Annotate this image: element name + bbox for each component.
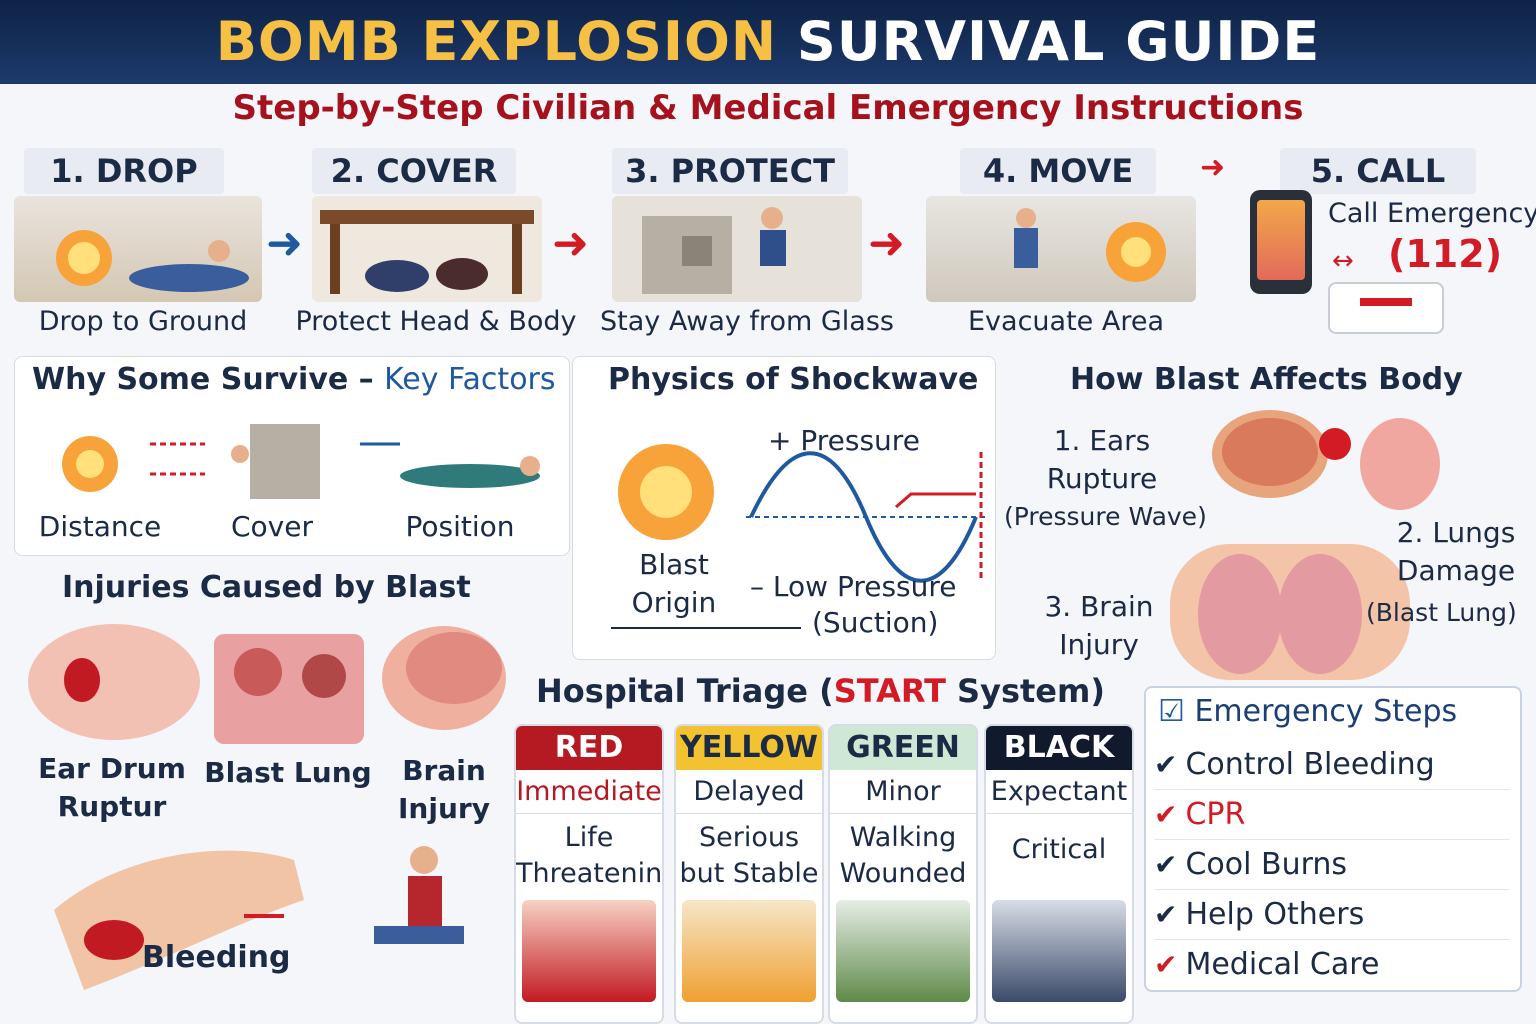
brain-injury-injury-label: Brain Injury: [398, 754, 490, 825]
factor-distance: Distance: [38, 510, 162, 543]
low-pressure-label: – Low Pressure: [750, 570, 957, 603]
triage-yellow-patient-image: [682, 900, 816, 1002]
survival-title-main: Why Some Survive –: [32, 362, 374, 397]
triage-red-patient-image: [522, 900, 656, 1002]
step-3-label: 3. PROTECT: [612, 148, 848, 194]
triage-black-patient-image: [992, 900, 1126, 1002]
triage-yellow-header: YELLOW: [676, 726, 822, 770]
triage-black-desc: Critical: [1011, 834, 1107, 865]
suction-label: (Suction): [812, 606, 939, 639]
body-diagram: [1160, 404, 1460, 680]
clipboard-check-icon: ☑: [1158, 694, 1185, 729]
factor-position: Position: [405, 510, 515, 543]
step-1-caption: Drop to Ground: [38, 306, 248, 337]
emergency-step-row: ✔Control Bleeding: [1154, 740, 1510, 790]
triage-column-red: RED Immediate Life Threatening: [514, 724, 664, 1024]
title-part-1: BOMB EXPLOSION: [215, 10, 778, 73]
triage-title-accent: START: [833, 672, 946, 710]
step-2-caption: Protect Head & Body: [295, 306, 577, 337]
protect-illustration: [612, 196, 862, 302]
emergency-step-text: Control Bleeding: [1185, 747, 1435, 782]
survival-factors-title: Why Some Survive – Key Factors: [32, 362, 556, 397]
shockwave-title: Physics of Shockwave: [608, 362, 979, 397]
ambulance-icon: [1328, 282, 1444, 334]
lungs-damage-label: 2. Lungs Damage: [1396, 516, 1516, 587]
injuries-title: Injuries Caused by Blast: [62, 570, 471, 605]
brain-injury-label: 3. Brain Injury: [1044, 590, 1154, 661]
triage-column-green: GREEN Minor Walking Wounded: [828, 724, 978, 1024]
emergency-steps-title-text: Emergency Steps: [1194, 694, 1458, 729]
emergency-step-row: ✔CPR: [1154, 790, 1510, 840]
factor-cover: Cover: [231, 510, 313, 543]
phone-icon: [1250, 190, 1312, 294]
ears-rupture-sub: (Pressure Wave): [1004, 502, 1207, 531]
emergency-steps-list: ✔Control Bleeding ✔CPR ✔Cool Burns ✔Help…: [1154, 740, 1510, 990]
call-emergency-label: Call Emergency: [1328, 198, 1536, 229]
step-4-label: 4. MOVE: [960, 148, 1156, 194]
survival-title-accent: Key Factors: [384, 362, 556, 397]
step-2-label: 2. COVER: [312, 148, 516, 194]
triage-red-header: RED: [516, 726, 662, 770]
triage-green-category: Minor: [830, 770, 976, 814]
triage-yellow-category: Delayed: [676, 770, 822, 814]
step-3-caption: Stay Away from Glass: [600, 306, 894, 337]
survival-factors-illustration: [30, 414, 550, 504]
page-subtitle: Step-by-Step Civilian & Medical Emergenc…: [232, 88, 1304, 128]
arrow-right-icon: ➜: [868, 218, 905, 269]
triage-red-category: Immediate: [516, 770, 662, 814]
emergency-steps-title: ☑ Emergency Steps: [1158, 694, 1457, 729]
triage-green-header: GREEN: [830, 726, 976, 770]
emergency-step-text: Help Others: [1185, 897, 1365, 932]
evacuate-illustration: [926, 196, 1196, 302]
cover-under-table-illustration: [312, 196, 542, 302]
triage-title: Hospital Triage (START System): [536, 672, 1105, 710]
arrow-right-icon: ➜: [266, 218, 303, 269]
arrow-right-icon: ➜: [1200, 150, 1226, 185]
emergency-step-row: ✔Medical Care: [1154, 940, 1510, 990]
emergency-step-text: CPR: [1185, 797, 1246, 832]
shockwave-diagram: [586, 412, 986, 632]
page-header: BOMB EXPLOSION SURVIVAL GUIDE: [0, 0, 1536, 84]
emergency-step-text: Medical Care: [1185, 947, 1380, 982]
check-icon: ✔: [1154, 848, 1178, 881]
triage-column-black: BLACK Expectant Critical: [984, 724, 1134, 1024]
emergency-number: (112): [1388, 232, 1503, 276]
step-5-label: 5. CALL: [1280, 148, 1476, 194]
blast-origin-label: Blast Origin: [631, 548, 717, 619]
lungs-damage-sub: (Blast Lung): [1366, 598, 1517, 627]
triage-black-header: BLACK: [986, 726, 1132, 770]
check-icon: ✔: [1154, 798, 1178, 831]
emergency-step-row: ✔Cool Burns: [1154, 840, 1510, 890]
arrow-right-icon: ➜: [552, 218, 589, 269]
check-icon: ✔: [1154, 748, 1178, 781]
check-icon: ✔: [1154, 898, 1178, 931]
step-1-label: 1. DROP: [24, 148, 224, 194]
triage-title-post: System): [945, 672, 1105, 710]
triage-green-patient-image: [836, 900, 970, 1002]
emergency-step-row: ✔Help Others: [1154, 890, 1510, 940]
double-arrow-icon: ↔: [1332, 246, 1354, 276]
triage-column-yellow: YELLOW Delayed Serious but Stable: [674, 724, 824, 1024]
step-4-caption: Evacuate Area: [967, 306, 1164, 337]
page-title: BOMB EXPLOSION SURVIVAL GUIDE: [0, 0, 1536, 84]
ears-rupture-label: 1. Ears Rupture: [1046, 424, 1158, 495]
triage-green-desc: Walking Wounded: [839, 822, 967, 889]
triage-red-desc: Life Threatening: [516, 822, 664, 889]
title-part-2: SURVIVAL GUIDE: [796, 10, 1321, 73]
bleeding-label: Bleeding: [142, 940, 291, 975]
body-effects-title: How Blast Affects Body: [1070, 362, 1463, 397]
emergency-step-text: Cool Burns: [1185, 847, 1348, 882]
bleeding-illustration: [44, 820, 500, 996]
injuries-illustration: [14, 620, 514, 760]
drop-to-ground-illustration: [14, 196, 262, 302]
triage-black-category: Expectant: [986, 770, 1132, 814]
positive-pressure-label: + Pressure: [768, 424, 920, 457]
ear-drum-rupture-label: Ear Drum Ruptur: [38, 752, 186, 823]
triage-title-pre: Hospital Triage (: [536, 672, 834, 710]
blast-lung-label: Blast Lung: [204, 756, 372, 789]
triage-yellow-desc: Serious but Stable: [679, 822, 819, 889]
check-icon: ✔: [1154, 948, 1178, 981]
